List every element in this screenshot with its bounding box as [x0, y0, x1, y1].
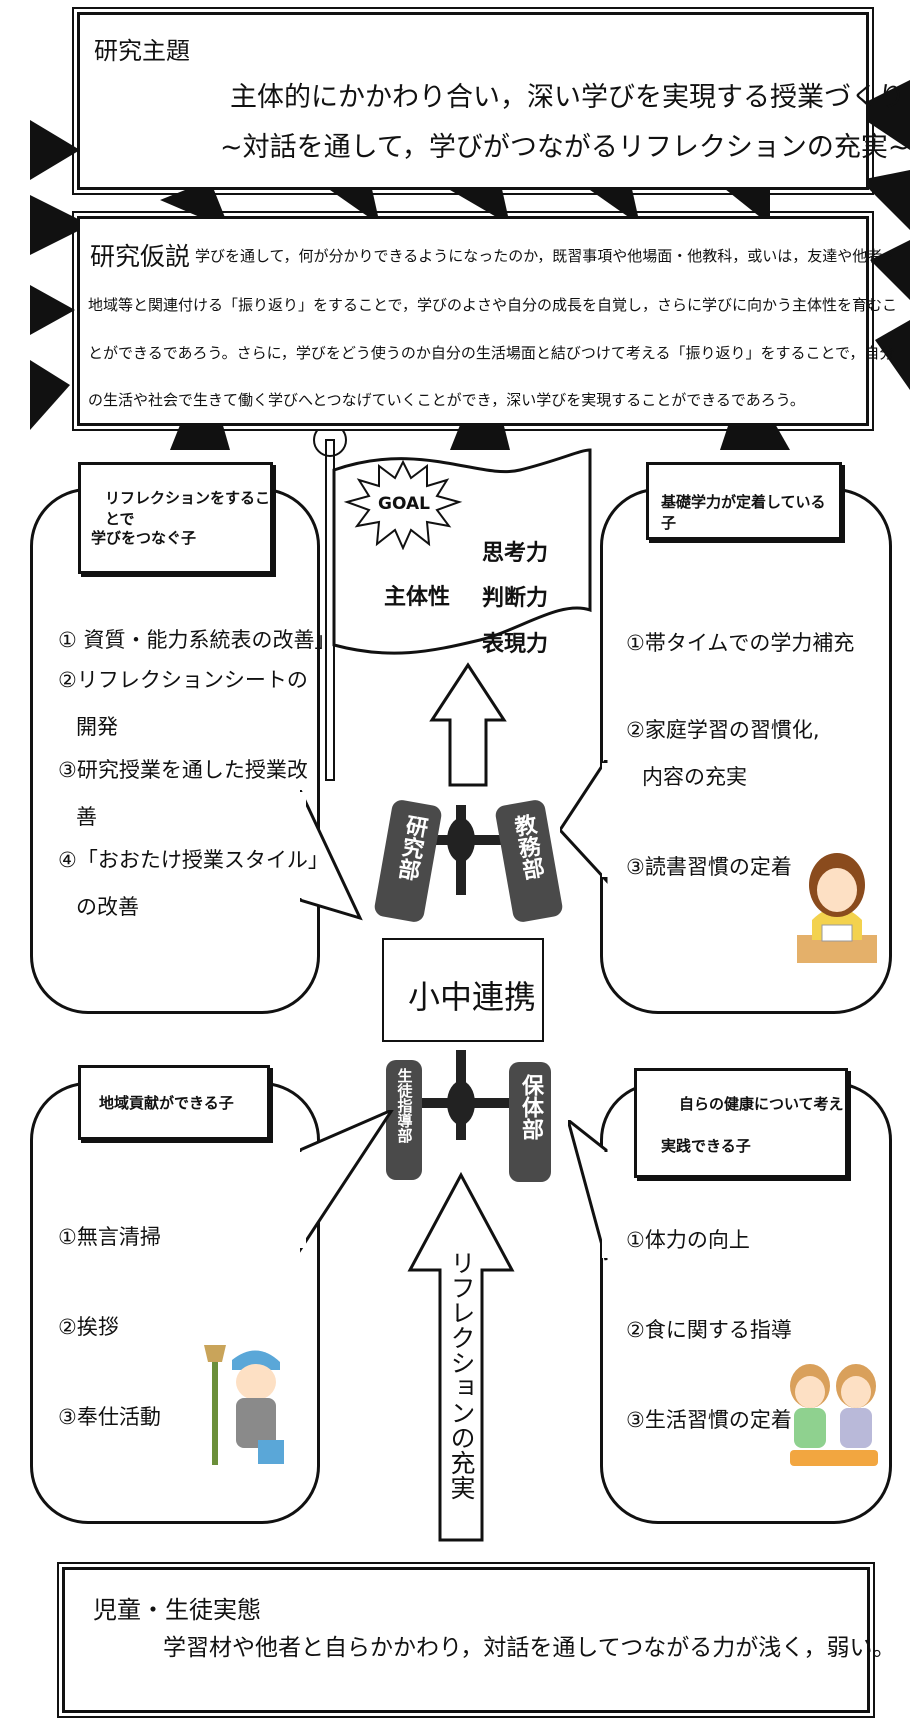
hypothesis-line-2: 地域等と関連付ける「振り返り」をすることで，学びのよさや自分の成長を自覚し，さら… — [88, 296, 897, 314]
top-right-item-3: ③読書習慣の定着 — [626, 855, 792, 879]
top-left-title-line-1: リフレクションをすることで — [105, 489, 271, 528]
bottom-left-item-3: ③奉仕活動 — [58, 1405, 161, 1429]
top-left-title-box: リフレクションをすることで 学びをつなぐ子 — [78, 462, 273, 574]
bottom-right-title-line-2: 実践できる子 — [661, 1137, 751, 1155]
bottom-right-item-2: ②食に関する指導 — [626, 1318, 792, 1342]
hypothesis-line-1: 学びを通して，何が分かりできるようになったのか，既習事項や他場面・他教科，或いは… — [195, 247, 898, 265]
hypothesis-line-3: とができるであろう。さらに，学びをどう使うのか自分の生活場面と結びつけて考える「… — [88, 344, 895, 362]
bottom-left-title-box: 地域貢献ができる子 — [78, 1065, 270, 1140]
top-left-item-4-cont: の改善 — [76, 895, 139, 919]
bottom-left-item-2: ②挨拶 — [58, 1315, 119, 1339]
reality-text: 学習材や他者と自らかかわり，対話を通してつながる力が浅く，弱い。 — [163, 1635, 896, 1661]
dept-health-label: 保体部 — [518, 1074, 543, 1140]
top-right-item-1: ①帯タイムでの学力補充 — [626, 631, 855, 655]
top-right-item-2: ②家庭学習の習慣化, — [626, 718, 820, 742]
top-left-item-3-cont: 善 — [76, 805, 97, 829]
dept-research-label: 研究部 — [392, 812, 429, 882]
flag-ability-judgment: 判断力 — [482, 586, 549, 611]
hypothesis-label: 研究仮説 — [90, 242, 191, 271]
research-theme-subtitle: ~対話を通して，学びがつながるリフレクションの充実~ — [220, 132, 911, 163]
janitor-illustration — [202, 1340, 292, 1470]
bubble-tail-top-left — [298, 789, 365, 934]
research-hypothesis-box: 研究仮説 学びを通して，何が分かりできるようになったのか，既習事項や他場面・他教… — [72, 211, 897, 431]
dept-academic-label: 教務部 — [509, 812, 546, 882]
bubble-tail-bottom-left — [298, 1106, 397, 1264]
bottom-left-item-1: ①無言清掃 — [58, 1225, 161, 1249]
top-left-item-4: ④「おおたけ授業スタイル」 — [58, 848, 329, 872]
reading-girl-illustration — [792, 840, 882, 965]
hypothesis-line-4: の生活や社会で生きて働く学びへとつなげていくことができ，深い学びを実現することが… — [88, 391, 805, 409]
goal-label: GOAL — [378, 494, 430, 514]
hub-label: 小中連携 — [408, 978, 537, 1016]
flag-subject: 主体性 — [384, 585, 451, 610]
bubble-tail-bottom-right — [565, 1116, 608, 1274]
student-reality-box: 児童・生徒実態 学習材や他者と自らかかわり，対話を通してつながる力が浅く，弱い。 — [57, 1562, 896, 1718]
hub-box: 小中連携 — [382, 938, 544, 1042]
top-left-item-2: ②リフレクションシートの — [58, 668, 308, 692]
research-theme-box: 研究主題 主体的にかかわり合い，深い学びを実現する授業づくり ~対話を通して，学… — [72, 7, 911, 195]
dept-guidance: 生徒指導部 — [386, 1060, 422, 1180]
flag-ability-expression: 表現力 — [482, 632, 549, 657]
bottom-left-title: 地域貢献ができる子 — [99, 1094, 234, 1112]
reality-label: 児童・生徒実態 — [93, 1596, 261, 1624]
top-right-item-2-cont: 内容の充実 — [642, 765, 747, 789]
top-right-title: 基礎学力が定着している子 — [661, 493, 826, 532]
top-left-item-2-cont: 開発 — [76, 715, 118, 739]
bottom-right-title-box: 自らの健康について考え 実践できる子 — [634, 1068, 848, 1178]
flag-ability-thinking: 思考力 — [482, 541, 549, 566]
bottom-right-item-1: ①体力の向上 — [626, 1228, 750, 1252]
research-theme-label: 研究主題 — [94, 37, 190, 65]
bottom-right-item-3: ③生活習慣の定着 — [626, 1408, 792, 1432]
dept-guidance-label: 生徒指導部 — [395, 1068, 414, 1143]
dept-health: 保体部 — [509, 1062, 551, 1182]
top-left-item-3: ③研究授業を通した授業改 — [58, 758, 308, 782]
research-theme-title: 主体的にかかわり合い，深い学びを実現する授業づくり — [230, 82, 905, 113]
top-left-item-1: ① 資質・能力系統表の改善」 — [58, 628, 336, 652]
bubble-tail-top-right — [558, 754, 608, 904]
bottom-right-title-line-1: 自らの健康について考え — [679, 1095, 844, 1113]
top-left-title-line-2: 学びをつなぐ子 — [91, 529, 197, 547]
top-left-bubble — [30, 488, 320, 1014]
goal-burst: GOAL — [343, 459, 463, 551]
children-illustration — [786, 1346, 882, 1471]
arrow-text: リフレクションの充実 — [447, 1250, 476, 1500]
top-right-title-box: 基礎学力が定着している子 — [646, 462, 842, 540]
